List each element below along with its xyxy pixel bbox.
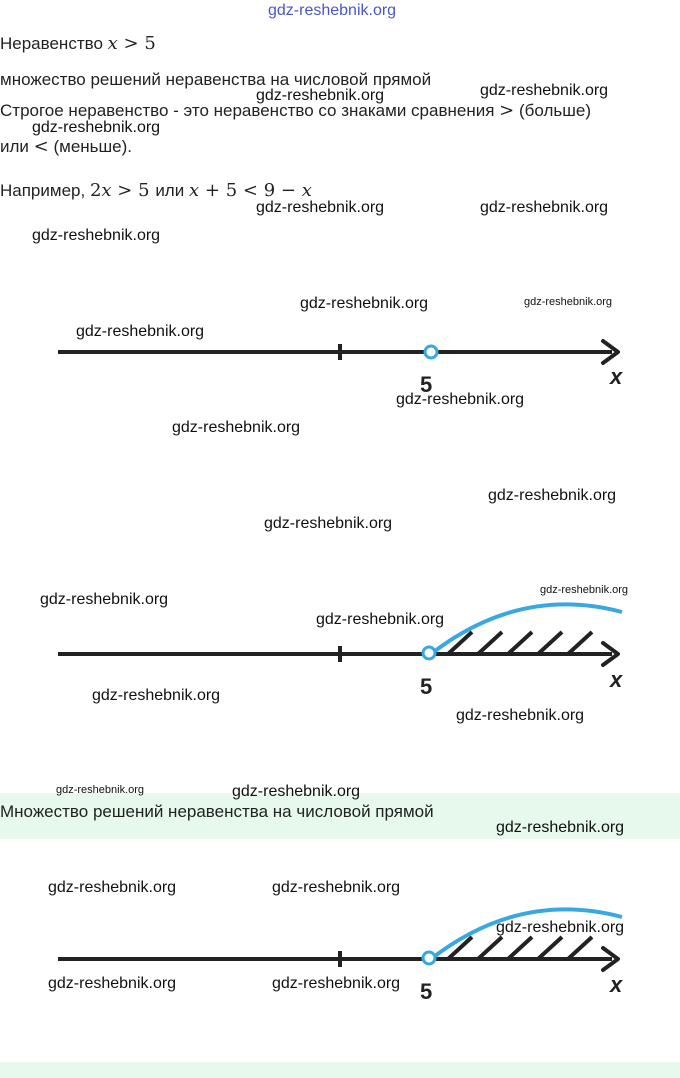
ex2-c: 9: [263, 180, 276, 201]
watermark: gdz-reshebnik.org: [496, 919, 625, 936]
watermark: gdz-reshebnik.org: [48, 879, 177, 896]
watermark: gdz-reshebnik.org: [396, 391, 525, 408]
watermark: gdz-reshebnik.org: [272, 975, 401, 992]
solution-set-caption: множество решений неравенства на числово…: [0, 70, 432, 89]
ex1-op: >: [117, 180, 133, 201]
watermark: gdz-reshebnik.org: [488, 487, 617, 504]
axis-label: x: [609, 972, 623, 997]
number-line-1: 5 x: [58, 339, 623, 397]
strict-inequality-definition-cont: или < (меньше).: [0, 137, 132, 157]
watermark: gdz-reshebnik.org: [480, 199, 609, 216]
definition-text: Строгое неравенство - это неравенство со…: [0, 101, 495, 120]
example-formula-1: 2x > 5: [90, 180, 155, 201]
watermark: gdz-reshebnik.org: [264, 515, 393, 532]
open-point: [421, 645, 437, 661]
ex2-a: x: [188, 180, 200, 201]
watermark: gdz-reshebnik.org: [32, 227, 161, 244]
watermark: gdz-reshebnik.org: [76, 323, 205, 340]
open-point: [421, 950, 437, 966]
inequality-formula: x > 5: [108, 33, 156, 54]
less-word: (меньше).: [53, 137, 133, 156]
axis-arrow: [601, 946, 620, 972]
point-label: 5: [420, 979, 432, 1000]
watermark: gdz-reshebnik.org: [40, 591, 169, 608]
ex1-num: 5: [138, 180, 150, 201]
watermark: gdz-reshebnik.org: [232, 783, 361, 800]
watermark: gdz-reshebnik.org: [300, 295, 429, 312]
solution-arc: [429, 602, 623, 656]
watermark: gdz-reshebnik.org: [540, 584, 629, 596]
ex1-coef: 2: [89, 180, 102, 201]
point-label: 5: [420, 674, 432, 695]
formula-op: >: [123, 33, 139, 54]
strict-inequality-definition: Строгое неравенство - это неравенство со…: [0, 101, 591, 121]
watermark: gdz-reshebnik.org: [56, 784, 145, 796]
hatching: [446, 630, 594, 656]
top-watermark[interactable]: gdz-reshebnik.org: [268, 2, 397, 19]
ex2-b: 5: [225, 180, 238, 201]
watermark: gdz-reshebnik.org: [256, 199, 385, 216]
axis-arrow: [601, 339, 620, 365]
open-point: [423, 344, 439, 360]
watermark: gdz-reshebnik.org: [480, 82, 609, 99]
watermark: gdz-reshebnik.org: [256, 87, 385, 104]
example-prefix: Например,: [0, 181, 86, 200]
watermark: gdz-reshebnik.org: [48, 975, 177, 992]
point-label: 5: [420, 372, 432, 397]
less-sign: <: [33, 136, 49, 157]
example-formula-2: x + 5 < 9 − x: [189, 180, 312, 201]
ex2-minus: −: [280, 180, 296, 201]
example-line: Например, 2x > 5 или x + 5 < 9 − x: [0, 181, 312, 201]
axis-label: x: [609, 667, 623, 692]
inequality-heading-prefix: Неравенство: [0, 34, 103, 53]
ex2-op: <: [242, 180, 258, 201]
number-line-2: 5 x: [58, 602, 623, 695]
watermark: gdz-reshebnik.org: [272, 879, 401, 896]
watermark: gdz-reshebnik.org: [316, 611, 445, 628]
watermark: gdz-reshebnik.org: [524, 296, 613, 308]
inequality-heading: Неравенство x > 5: [0, 34, 156, 54]
greater-sign: >: [499, 100, 515, 121]
solution-arc: [429, 907, 623, 961]
formula-var: x: [107, 33, 118, 54]
formula-num: 5: [144, 33, 156, 54]
section-band: [0, 793, 680, 839]
ex1-var: x: [101, 180, 112, 201]
watermark: gdz-reshebnik.org: [32, 119, 161, 136]
or-word: или: [0, 137, 29, 156]
axis-arrow: [601, 641, 620, 667]
section-title: Множество решений неравенства на числово…: [0, 802, 434, 821]
greater-word: (больше): [518, 101, 591, 120]
bottom-band: [0, 1062, 680, 1078]
watermark: gdz-reshebnik.org: [92, 687, 221, 704]
axis-label: x: [609, 364, 623, 389]
ex2-d: x: [301, 180, 312, 201]
hatching: [446, 935, 594, 961]
example-or: или: [155, 181, 185, 200]
watermark: gdz-reshebnik.org: [172, 419, 301, 436]
ex2-plus: +: [204, 180, 220, 201]
watermark: gdz-reshebnik.org: [456, 707, 585, 724]
watermark: gdz-reshebnik.org: [496, 819, 625, 836]
number-line-3: 5 x: [58, 907, 623, 1000]
